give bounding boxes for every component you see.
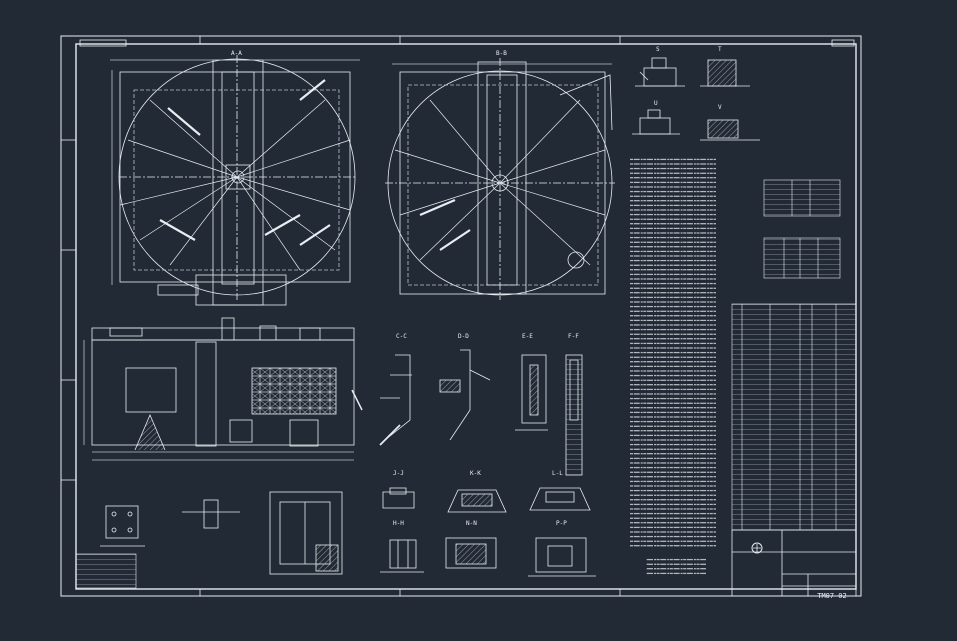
section-label-k-k: K-K: [470, 470, 481, 477]
detail-bracket: [182, 499, 240, 529]
detail-label-u: U: [654, 100, 658, 107]
section-label-f-f: F-F: [568, 333, 579, 340]
plan-view-a-a: [110, 55, 360, 306]
section-l-l: [529, 487, 591, 511]
section-d-d: [439, 349, 491, 441]
title-block: [731, 529, 857, 597]
company-logo-icon: [751, 542, 763, 554]
detail-label-s: S: [656, 46, 660, 53]
section-label-e-e: E-E: [522, 333, 533, 340]
detail-anchor-plan: [100, 505, 145, 547]
section-label-h-h: H-H: [393, 520, 404, 527]
section-n-n: [445, 537, 497, 569]
detail-t: [700, 59, 750, 87]
detail-v: [700, 119, 760, 141]
specification-table-1: [763, 179, 841, 217]
section-f-f: [565, 354, 583, 476]
section-j-j: [382, 487, 415, 509]
section-c-c: [379, 354, 412, 446]
section-h-h: [380, 539, 424, 573]
section-label-n-n: N-N: [466, 520, 477, 527]
revision-block: [75, 553, 137, 589]
section-label-p-p: P-P: [556, 520, 567, 527]
detail-label-t: T: [718, 46, 722, 53]
detail-frame: [269, 491, 343, 575]
section-p-p: [528, 537, 596, 577]
section-k-k: [447, 489, 507, 513]
detail-u: [632, 109, 680, 135]
bill-of-materials: [731, 303, 857, 531]
section-label-l-l: L-L: [552, 470, 563, 477]
plan-label-a-a: A-A: [231, 50, 242, 57]
plan-label-b-b: B-B: [496, 50, 507, 57]
section-e-e: [515, 354, 548, 431]
drawing-number: TM07-02: [817, 592, 847, 600]
section-label-d-d: D-D: [458, 333, 469, 340]
section-label-c-c: C-C: [396, 333, 407, 340]
specification-table-2: [763, 237, 841, 279]
section-label-j-j: J-J: [393, 470, 404, 477]
detail-s: [635, 57, 685, 87]
detail-label-v: V: [718, 104, 722, 111]
plan-view-b-b: [385, 58, 615, 300]
section-elevation: [83, 317, 363, 461]
technical-notes: [628, 158, 720, 576]
